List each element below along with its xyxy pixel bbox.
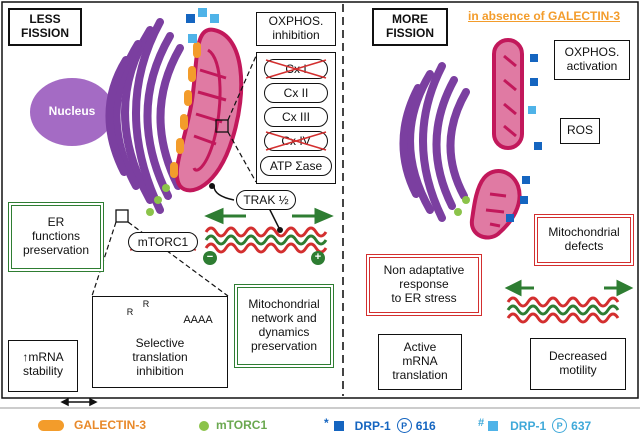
nucleus-shape [30, 78, 114, 146]
plus-sign: + [314, 250, 322, 263]
condition-label: in absence of GALECTIN-3 [467, 9, 621, 24]
ros-box: ROS [560, 118, 600, 144]
drp616-legend-icon [334, 421, 344, 431]
legend-drp637: # DRP-1 P 637 [478, 413, 591, 433]
decreased-motility-box: Decreased motility [530, 338, 626, 390]
phospho-icon-2: P [552, 418, 568, 433]
ribosome-1: R [126, 306, 134, 317]
er-stacks-left [105, 18, 184, 214]
drp-markers-left [186, 8, 219, 43]
galectin-markers-left [170, 42, 201, 178]
more-fission-header: MORE FISSION [372, 8, 448, 46]
complex-4: Cx IV [264, 131, 328, 151]
outer-frame [1, 1, 639, 399]
galectin-legend-icon [38, 420, 64, 431]
legend-drp616-suffix: 616 [415, 418, 436, 433]
minus-sign: − [206, 250, 214, 263]
mito-preservation-box: Mitochondrial network and dynamics prese… [234, 284, 334, 368]
mtorc-crossed-label: mTORC1 [128, 232, 198, 252]
motility-arrows-left [204, 207, 334, 225]
oxphos-inhibition-box: OXPHOS. inhibition [256, 12, 336, 46]
mrna-stability-text: mRNA stability [22, 350, 64, 378]
ribosome-2: R [142, 298, 150, 309]
legend-galectin: GALECTIN-3 [74, 418, 146, 432]
drp-markers-right [506, 54, 542, 222]
nucleus-label: Nucleus [48, 104, 96, 119]
plus-end-marker [311, 251, 325, 265]
er-zoom-square [115, 209, 129, 223]
minus-end-marker [203, 251, 217, 265]
legend-drp616: * DRP-1 P 616 [324, 413, 436, 433]
mrna-stability-box: ↑mRNA stability [8, 340, 78, 392]
er-preservation-box: ER functions preservation [8, 202, 104, 272]
mtorc-dots-left [146, 184, 170, 216]
motility-arrows-right [504, 279, 634, 297]
complex-atp-synthase: ATP Σase [260, 156, 332, 176]
non-adaptive-box: Non adaptative response to ER stress [366, 254, 482, 316]
stability-double-arrow [60, 397, 98, 407]
legend-mtorc: mTORC1 [216, 418, 267, 432]
microtubule-left [204, 226, 328, 254]
star-icon: * [324, 416, 329, 430]
phospho-icon: P [396, 418, 412, 433]
mito-zoom-square [215, 119, 229, 133]
legend-mtorc-label: mTORC1 [216, 418, 268, 432]
hash-icon: # [478, 417, 485, 429]
legend-drp616-prefix: DRP-1 [354, 418, 391, 433]
up-arrow-icon: ↑ [22, 350, 29, 364]
trak-label: TRAK ½ [236, 190, 296, 210]
legend-drp637-prefix: DRP-1 [510, 418, 547, 433]
mtorc-dots-right [454, 196, 470, 216]
legend-drp637-suffix: 637 [571, 418, 592, 433]
complex-1: Cx I [264, 59, 328, 79]
complex-2: Cx II [264, 83, 328, 103]
drp637-legend-icon [488, 421, 498, 431]
mitochondrion-left [174, 27, 244, 193]
active-translation-box: Active mRNA translation [378, 334, 462, 390]
translation-text: Selective translation inhibition [132, 336, 188, 378]
mitochondria-right [469, 38, 524, 240]
polya-label: AAAA [183, 313, 213, 326]
mito-defects-box: Mitochondrial defects [534, 214, 634, 266]
translation-box [92, 296, 228, 388]
less-fission-header: LESS FISSION [8, 8, 82, 46]
oxphos-activation-box: OXPHOS. activation [554, 40, 630, 80]
legend-galectin-label: GALECTIN-3 [74, 418, 146, 432]
mtorc-legend-icon [199, 421, 209, 431]
er-stacks-right [399, 62, 470, 222]
complex-3: Cx III [264, 107, 328, 127]
microtubule-right [506, 296, 620, 324]
